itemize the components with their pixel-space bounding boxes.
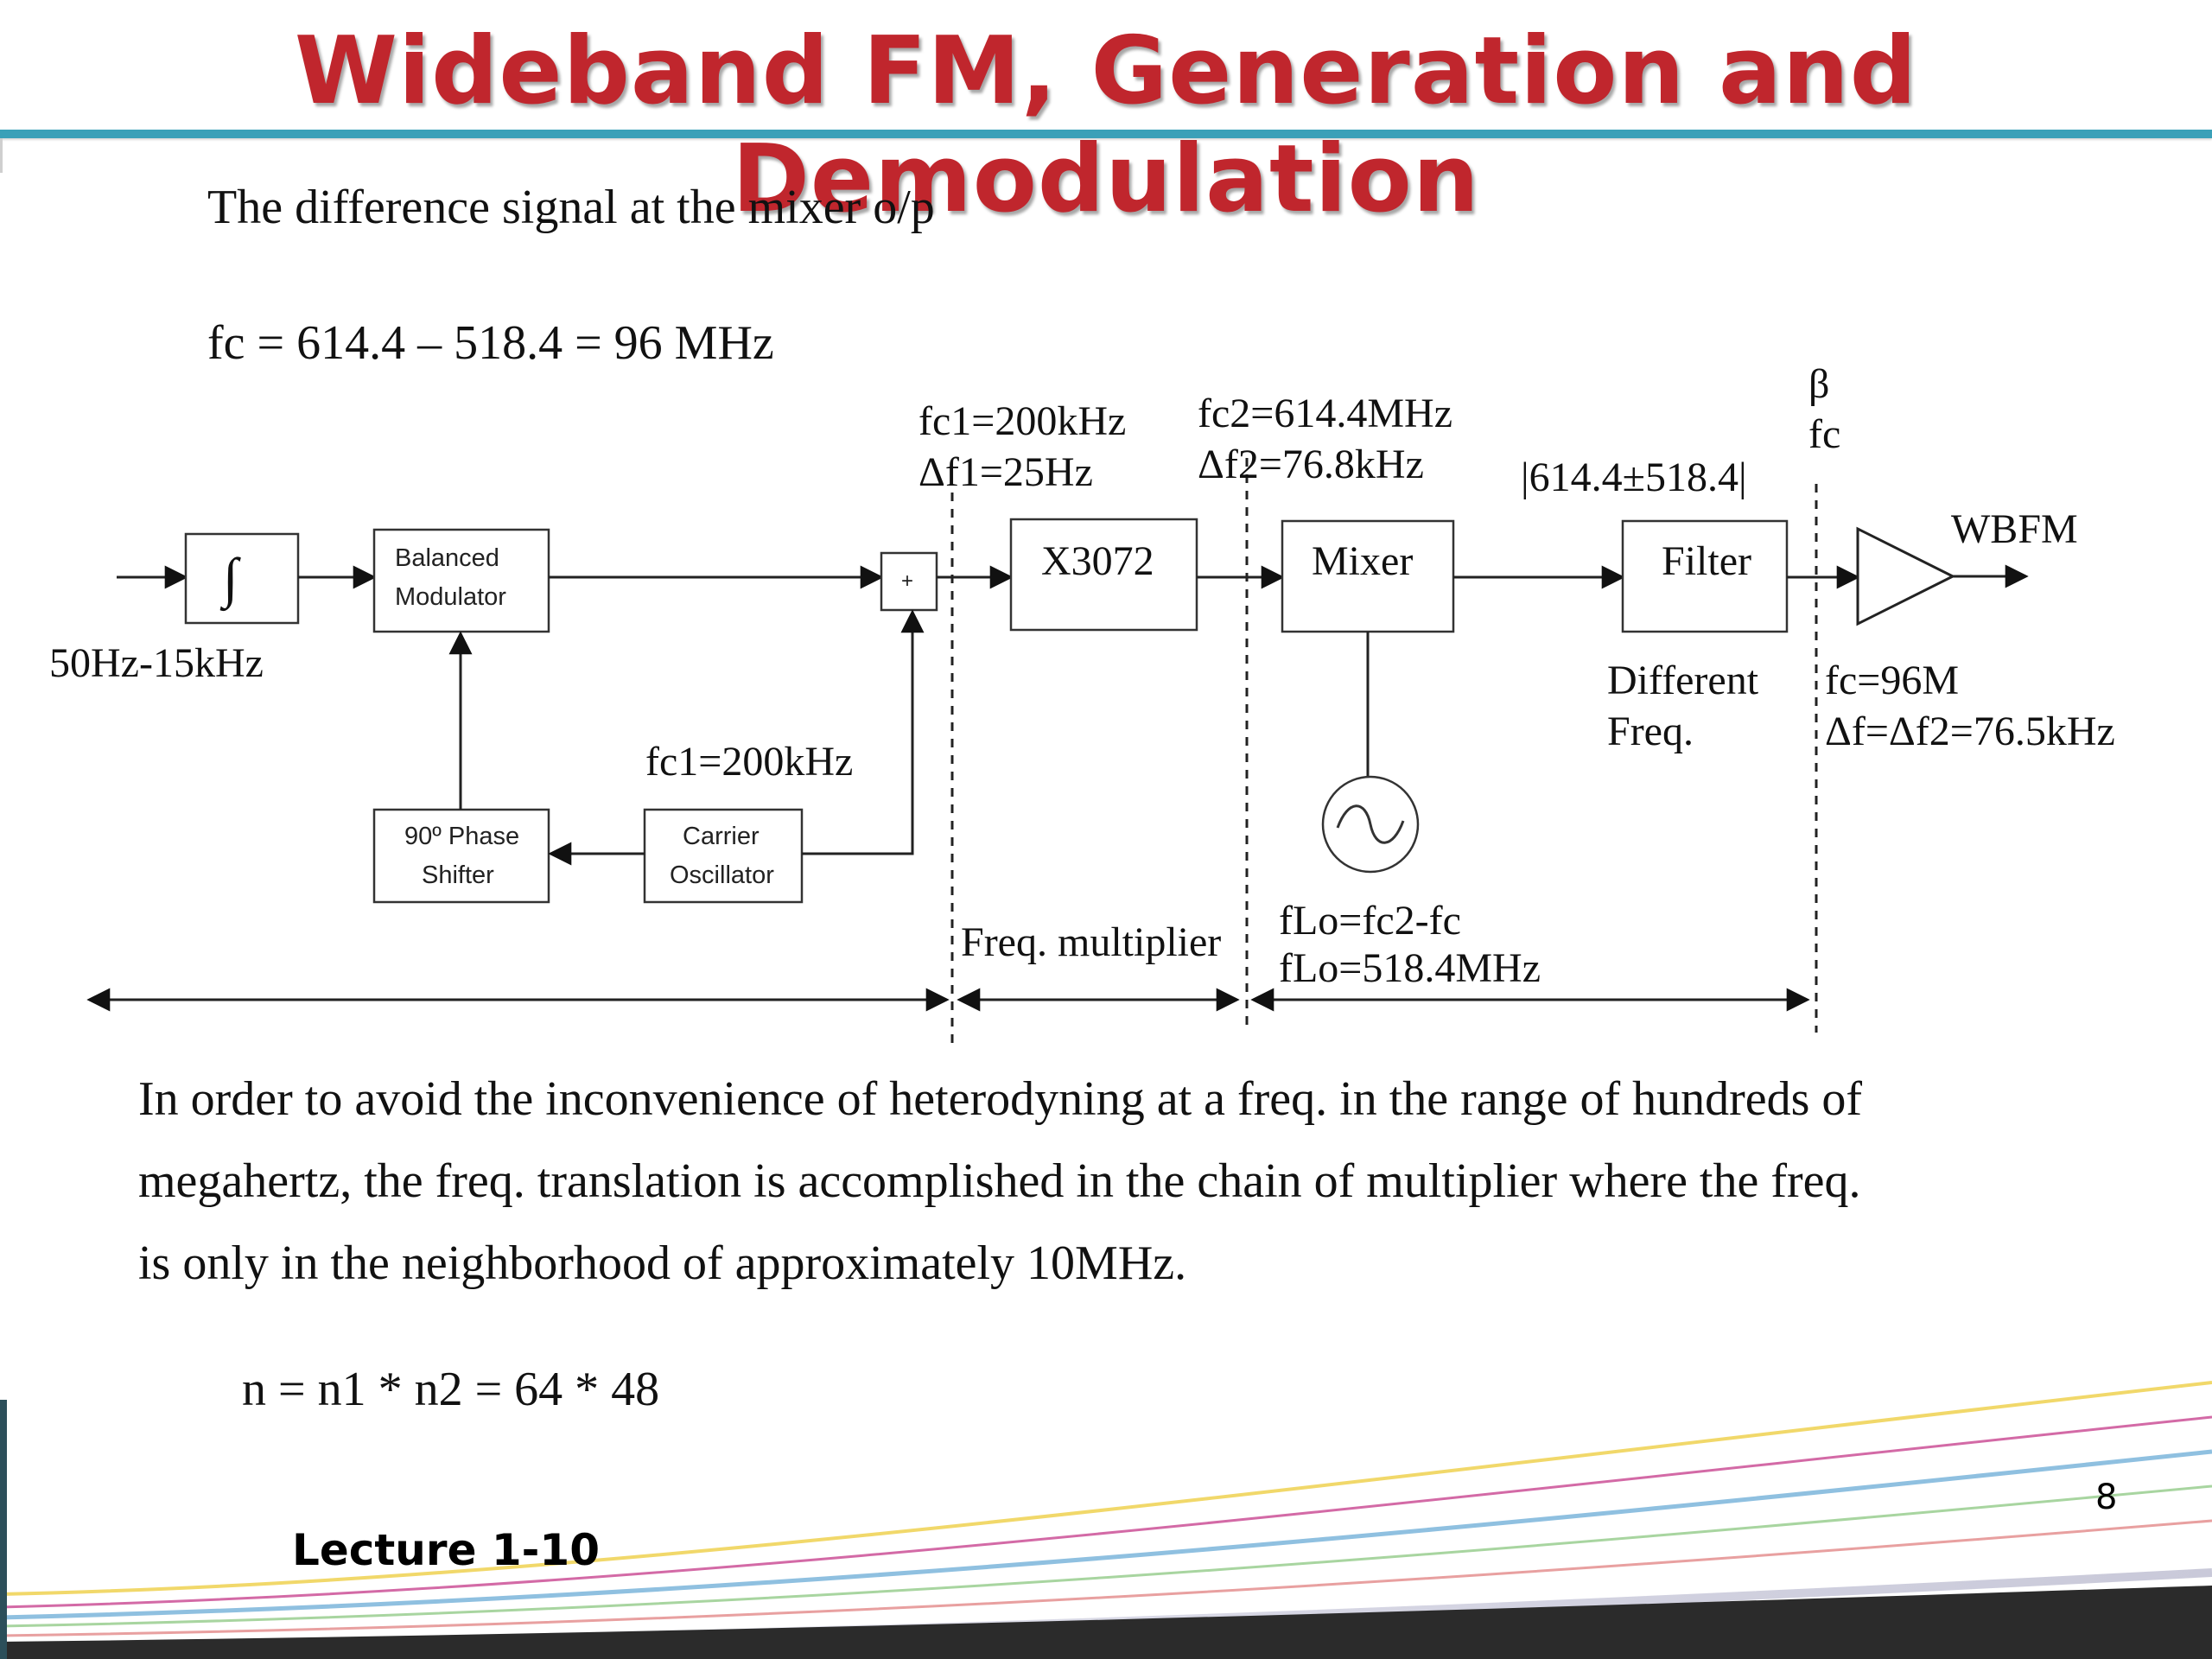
paragraph-line: is only in the neighborhood of approxima… (138, 1236, 1187, 1290)
n-equation: n = n1 * n2 = 64 * 48 (242, 1363, 660, 1416)
freq-multiplier-label: Freq. multiplier (961, 919, 1221, 965)
multiplier-block: X3072 (1009, 518, 1198, 632)
paragraph-line: In order to avoid the inconvenience of h… (138, 1072, 1863, 1126)
filter-block: Filter (1621, 519, 1789, 633)
integrator-block: ∫ (184, 532, 300, 625)
wire-co-adder (802, 609, 925, 855)
carrier-oscillator-block: Carrier Oscillator (643, 808, 804, 904)
plus-icon: + (901, 569, 913, 593)
df-out-label: Δf=Δf2=76.5kHz (1825, 709, 2115, 754)
phase-shifter-label-1: 90º Phase (404, 823, 519, 850)
fc-top-label: fc (1808, 411, 1840, 457)
phase-shifter-block: 90º Phase Shifter (372, 808, 550, 904)
filter-label: Filter (1662, 538, 1751, 584)
df1-label: Δf1=25Hz (918, 449, 1093, 495)
fc-out-label: fc=96M (1825, 658, 1959, 703)
abs-expression-label: |614.4±518.4| (1521, 454, 1747, 500)
flo-label-2: fLo=518.4MHz (1279, 945, 1541, 991)
adder-block: + (880, 551, 938, 612)
freq-label: Freq. (1607, 709, 1694, 754)
fc2-label: fc2=614.4MHz (1198, 391, 1452, 436)
different-label: Different (1607, 658, 1759, 703)
amplifier-icon (1856, 526, 1956, 626)
wbfm-label: WBFM (1951, 506, 2078, 552)
balanced-modulator-label-1: Balanced (395, 544, 499, 572)
balanced-modulator-block: Balanced Modulator (372, 528, 550, 633)
input-range-label: 50Hz-15kHz (49, 640, 264, 686)
intro-line: The difference signal at the mixer o/p (207, 181, 935, 234)
explanation-paragraph: In order to avoid the inconvenience of h… (138, 1058, 2091, 1305)
paragraph-line: megahertz, the freq. translation is acco… (138, 1154, 1861, 1208)
balanced-modulator-label-2: Modulator (395, 583, 506, 611)
local-oscillator-icon (1321, 775, 1420, 874)
carrier-oscillator-label-1: Carrier (683, 823, 760, 850)
df2-label: Δf2=76.8kHz (1198, 442, 1424, 487)
title-divider (0, 130, 2212, 138)
page-number: 8 (2095, 1478, 2118, 1517)
slide-edge-mark (0, 138, 3, 173)
footer-lecture: Lecture 1-10 (292, 1525, 601, 1575)
carrier-oscillator-label-2: Oscillator (670, 861, 774, 889)
mixer-label: Mixer (1312, 538, 1413, 584)
flo-label-1: fLo=fc2-fc (1279, 898, 1461, 944)
fc1-osc-label: fc1=200kHz (645, 739, 853, 785)
multiplier-label: X3072 (1041, 538, 1154, 584)
mixer-block: Mixer (1281, 519, 1455, 633)
slide-title: Wideband FM, Generation and Demodulation (294, 17, 1918, 233)
equation-fc: fc = 614.4 – 518.4 = 96 MHz (207, 316, 774, 370)
phase-shifter-label-2: Shifter (422, 861, 494, 889)
beta-label: β (1808, 361, 1829, 407)
integral-icon: ∫ (219, 547, 241, 612)
fc1-label: fc1=200kHz (918, 398, 1126, 444)
